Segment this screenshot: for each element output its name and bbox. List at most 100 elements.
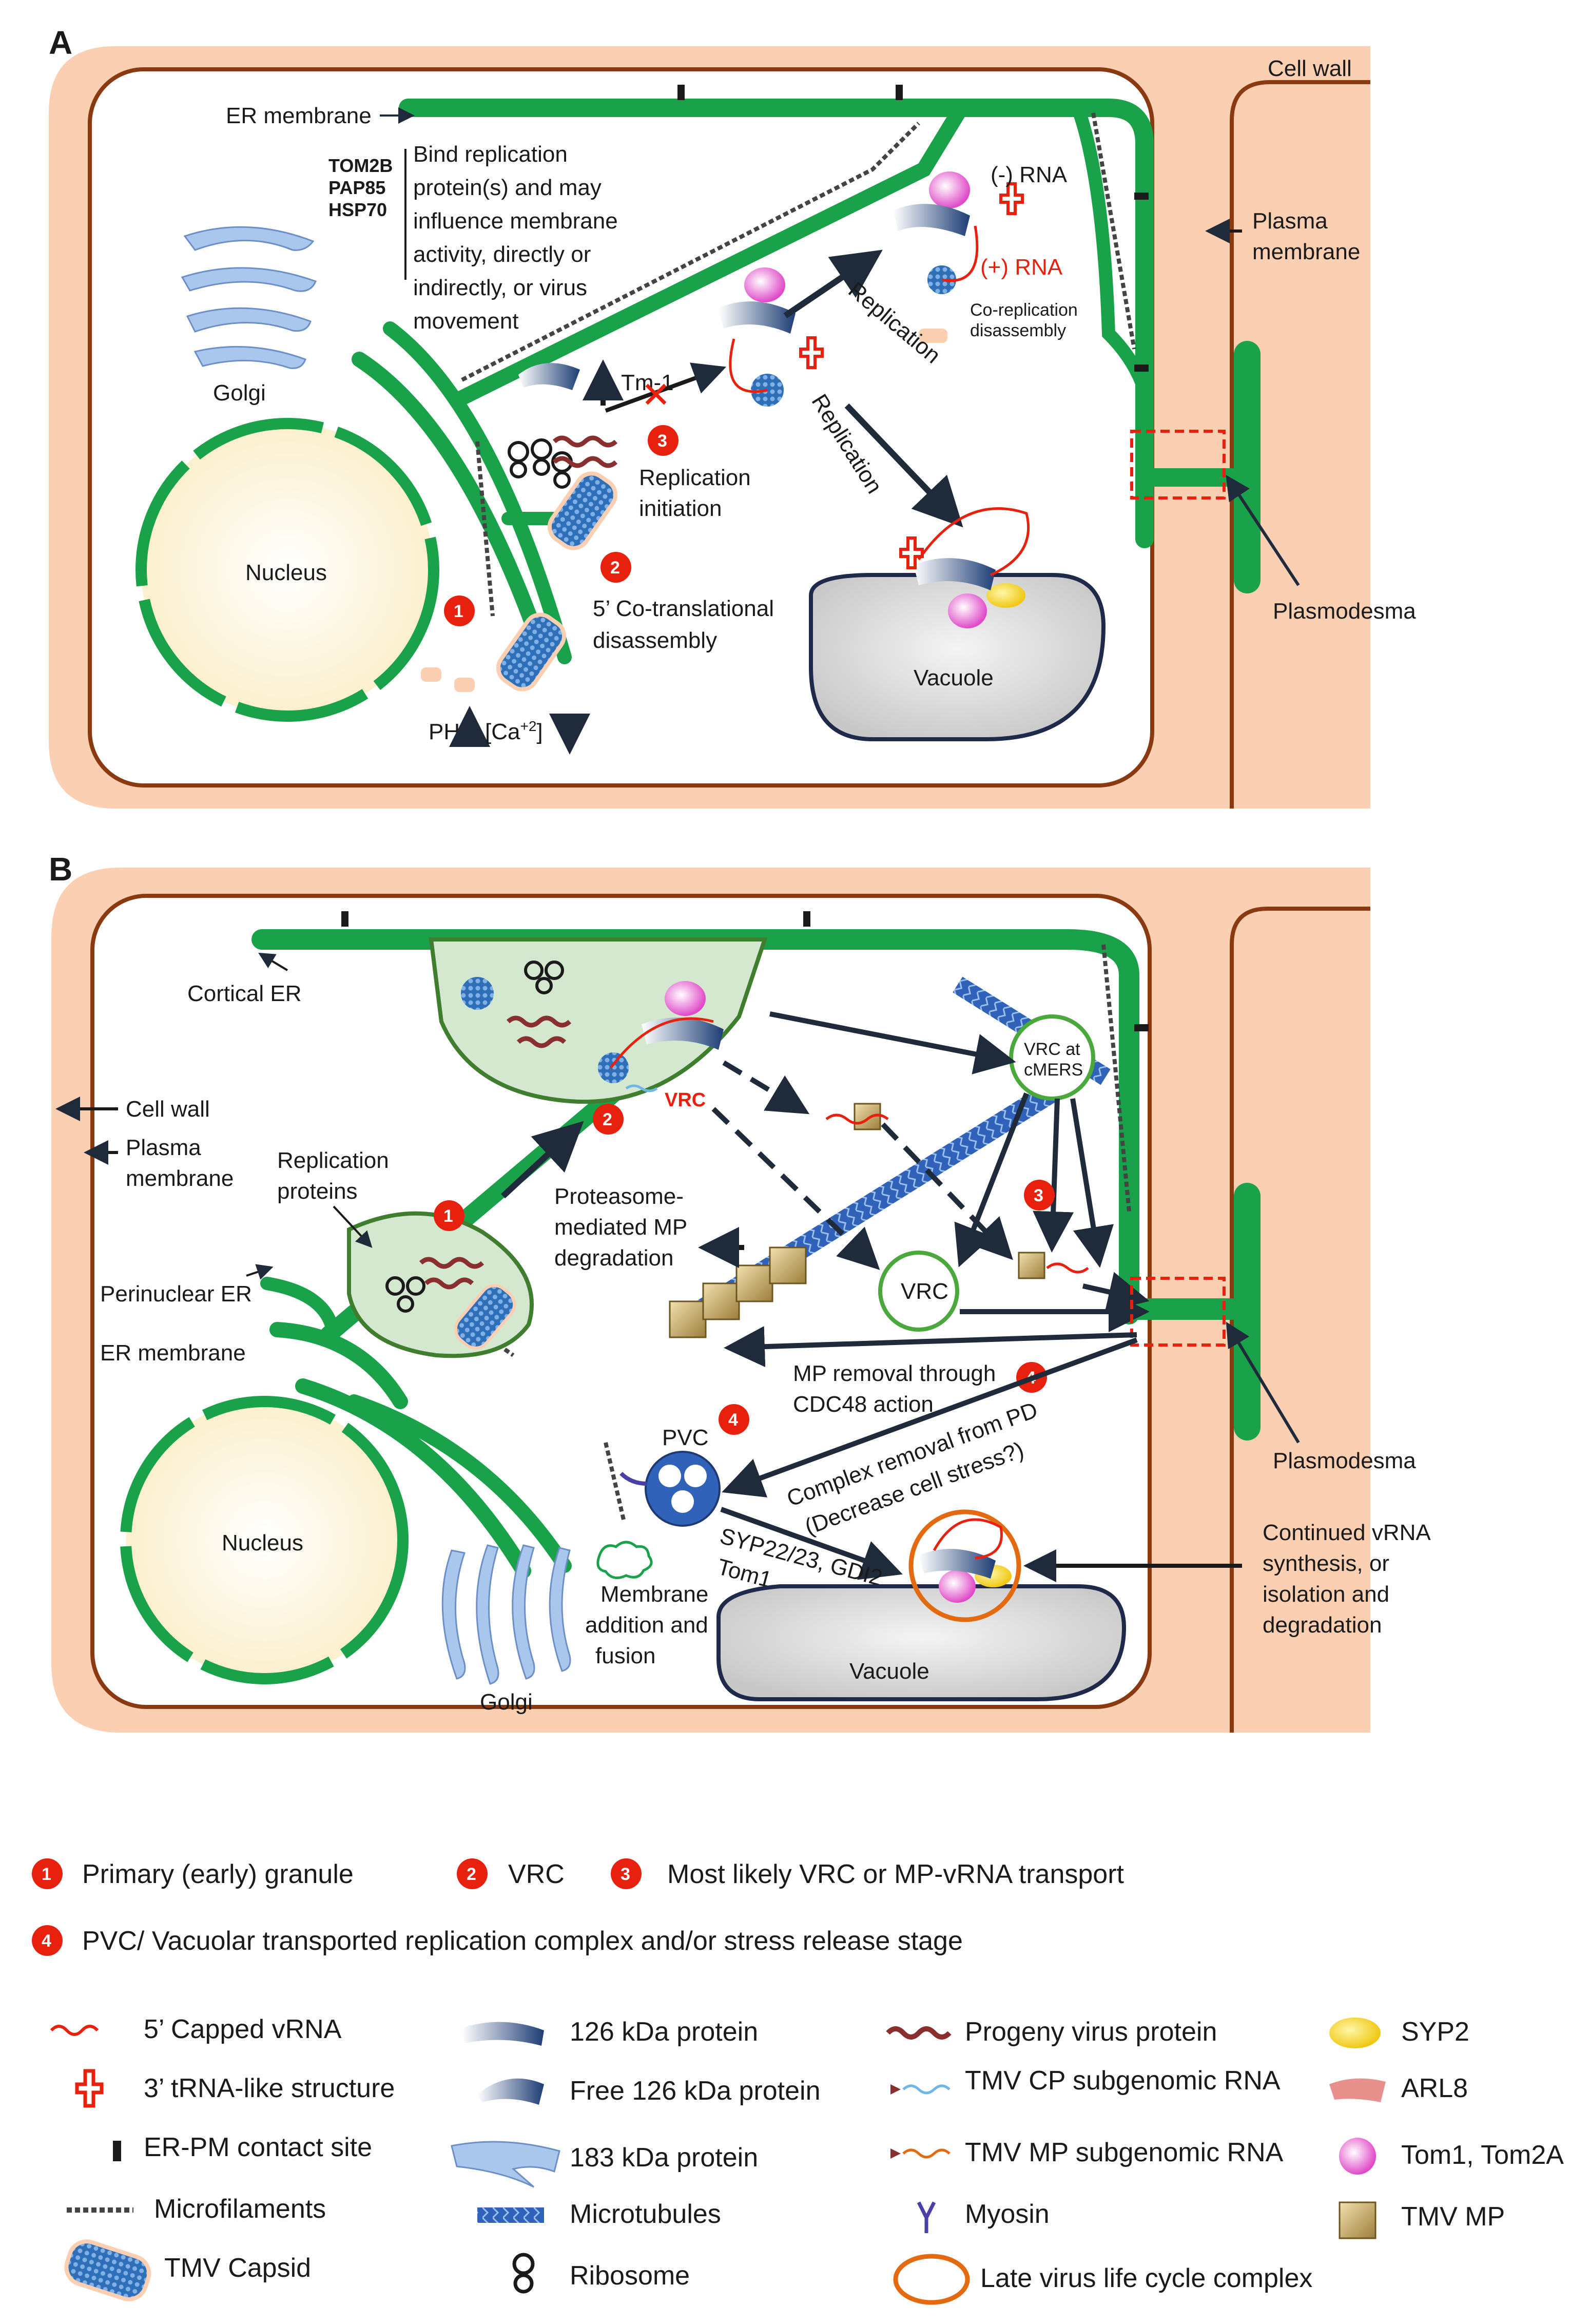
cmers-to-mp-arrow-2 xyxy=(1070,1098,1114,1268)
vacuole-a xyxy=(809,573,1106,741)
legend-progeny-icon xyxy=(886,2026,952,2040)
legend-mp-rna: TMV MP subgenomic RNA xyxy=(965,2138,1284,2167)
tmv-capsid-a-mid xyxy=(547,471,618,550)
er-pm-contact-sites-a xyxy=(677,85,1149,372)
proteasome-label-2: mediated MP xyxy=(554,1215,687,1240)
replication-initiation-label-2: initiation xyxy=(639,496,722,521)
vrc-cmers-label-2: cMERS xyxy=(1024,1060,1083,1080)
legend-cp-cap-icon xyxy=(890,2084,901,2095)
nucleus-b xyxy=(120,1396,409,1684)
cmers-to-vrc-arrow xyxy=(954,1092,1029,1267)
ca-label: [Ca+2] xyxy=(485,718,543,744)
plasmodesma-label-b: Plasmodesma xyxy=(1273,1448,1416,1473)
badge-4-b-left-text: 4 xyxy=(728,1410,738,1430)
mp-vrna-free xyxy=(825,1103,889,1130)
stage-key: 1 Primary (early) granule 2 VRC 3 Most l… xyxy=(32,1858,1125,1956)
legend-tmv-mp-icon xyxy=(1339,2201,1377,2239)
legend-cp: TMV CP subgenomic RNA xyxy=(965,2066,1281,2096)
tm1-inhibition-cross xyxy=(645,383,667,405)
stage-badge-2 xyxy=(457,1858,488,1889)
factor-text-line-5: indirectly, or virus xyxy=(413,275,587,300)
er-pm-contact-sites-b xyxy=(341,911,1149,1031)
golgi-b xyxy=(441,1544,571,1685)
mp-vrna-near-pd xyxy=(1018,1252,1089,1279)
continued-label-1: Continued vRNA xyxy=(1263,1520,1431,1545)
badge-3-a xyxy=(648,425,679,456)
legend-capped-vrna: 5’ Capped vRNA xyxy=(144,2014,342,2044)
progeny-protein-a2 xyxy=(552,456,618,468)
co-replication-label-2: disassembly xyxy=(970,321,1066,340)
stage-badge-1-num: 1 xyxy=(42,1865,51,1884)
replication-proteins-label-1: Replication xyxy=(277,1148,389,1173)
er-membrane-label-a: ER membrane xyxy=(226,103,372,128)
vrc-cmers-label-1: VRC at xyxy=(1024,1040,1080,1059)
disassembled-capsid-a3 xyxy=(454,678,475,692)
nucleus-label-b: Nucleus xyxy=(222,1530,303,1555)
vrc-granule-top xyxy=(429,937,768,1104)
factor-text-line-4: activity, directly or xyxy=(413,242,591,267)
pvc-to-vacuole-arrow xyxy=(720,1507,903,1580)
stage-badge-3-num: 3 xyxy=(621,1865,630,1884)
mp-to-pd-arrow xyxy=(1082,1272,1150,1312)
stage-badge-2-num: 2 xyxy=(467,1865,476,1884)
factor-text-line-6: movement xyxy=(413,309,518,334)
microfilament-pvc xyxy=(604,1442,626,1520)
pvc-label: PVC xyxy=(662,1425,708,1450)
panel-b: B xyxy=(49,851,1431,1733)
vrc-mid xyxy=(878,1251,959,1332)
progeny-protein-a1 xyxy=(552,435,618,448)
nucleus-a xyxy=(135,418,439,722)
legend-free-126kda-icon xyxy=(477,2078,544,2105)
badge-2-b xyxy=(593,1104,624,1135)
plus-rna-label: (+) RNA xyxy=(980,255,1063,280)
factor-pap85: PAP85 xyxy=(328,177,385,198)
badge-1-a xyxy=(444,596,475,626)
plasmodesma-arrow-a xyxy=(1226,474,1300,586)
primary-granule-b-contents xyxy=(385,1257,516,1350)
perinuclear-er-arrow xyxy=(246,1264,274,1280)
myosin-pvc xyxy=(619,1472,647,1486)
legend-er-pm: ER-PM contact site xyxy=(144,2133,372,2162)
legend-tmv-mp: TMV MP xyxy=(1401,2202,1505,2232)
legend-trna: 3’ tRNA-like structure xyxy=(144,2073,395,2103)
legend-capsid: TMV Capsid xyxy=(164,2253,311,2283)
minus-rna-label: (-) RNA xyxy=(991,162,1068,187)
badge-4-b-left xyxy=(719,1404,749,1435)
cmers-to-mp-arrow xyxy=(1033,1098,1074,1253)
panel-a: A Cell wall Golgi Nucleus ER me xyxy=(49,24,1416,809)
microfilament-a xyxy=(461,122,920,382)
membrane-label-2: addition and xyxy=(585,1612,708,1638)
vrc-to-cmers-arrow xyxy=(769,1011,1016,1074)
badge-2-a-text: 2 xyxy=(610,558,620,578)
stage-2-text: VRC xyxy=(508,1859,565,1889)
membrane-blob xyxy=(596,1541,653,1579)
badge-1-b xyxy=(434,1200,464,1231)
replication-proteins-arrow xyxy=(333,1205,373,1248)
stage-badge-3 xyxy=(611,1858,642,1889)
perinuclear-er-label: Perinuclear ER xyxy=(100,1281,252,1307)
legend-capsid-icon xyxy=(64,2239,151,2301)
cortical-er-label: Cortical ER xyxy=(187,981,302,1006)
late-complex-ring xyxy=(908,1509,1021,1622)
vacuole-b xyxy=(716,1584,1127,1701)
plasmodesma-box-a xyxy=(1130,430,1226,500)
legend-microtubules: Microtubules xyxy=(570,2199,721,2229)
co-replication-label-1: Co-replication xyxy=(970,300,1078,320)
legend-syp2: SYP2 xyxy=(1401,2017,1469,2047)
vrc-label-top: VRC xyxy=(665,1089,706,1111)
replication-proteins-label-2: proteins xyxy=(277,1179,358,1204)
disassembled-capsid-a xyxy=(919,329,947,343)
mp-removal-arrow xyxy=(724,1326,1137,1368)
late-complex-contents xyxy=(919,1518,1012,1603)
factor-tom2b: TOM2B xyxy=(328,155,393,176)
granule-to-vrc-arrow xyxy=(500,1121,584,1199)
mp-removal-label-1: MP removal through xyxy=(793,1361,996,1386)
vrc-mid-label: VRC xyxy=(901,1279,948,1304)
legend-ribosome: Ribosome xyxy=(570,2261,690,2291)
dashed-arrow-1 xyxy=(722,1060,810,1115)
nucleus-label-a: Nucleus xyxy=(245,560,327,585)
stage-1-text: Primary (early) granule xyxy=(82,1859,354,1889)
plasma-membrane-label-a2: membrane xyxy=(1252,239,1360,264)
tmv-capsid-a-low xyxy=(496,612,567,692)
